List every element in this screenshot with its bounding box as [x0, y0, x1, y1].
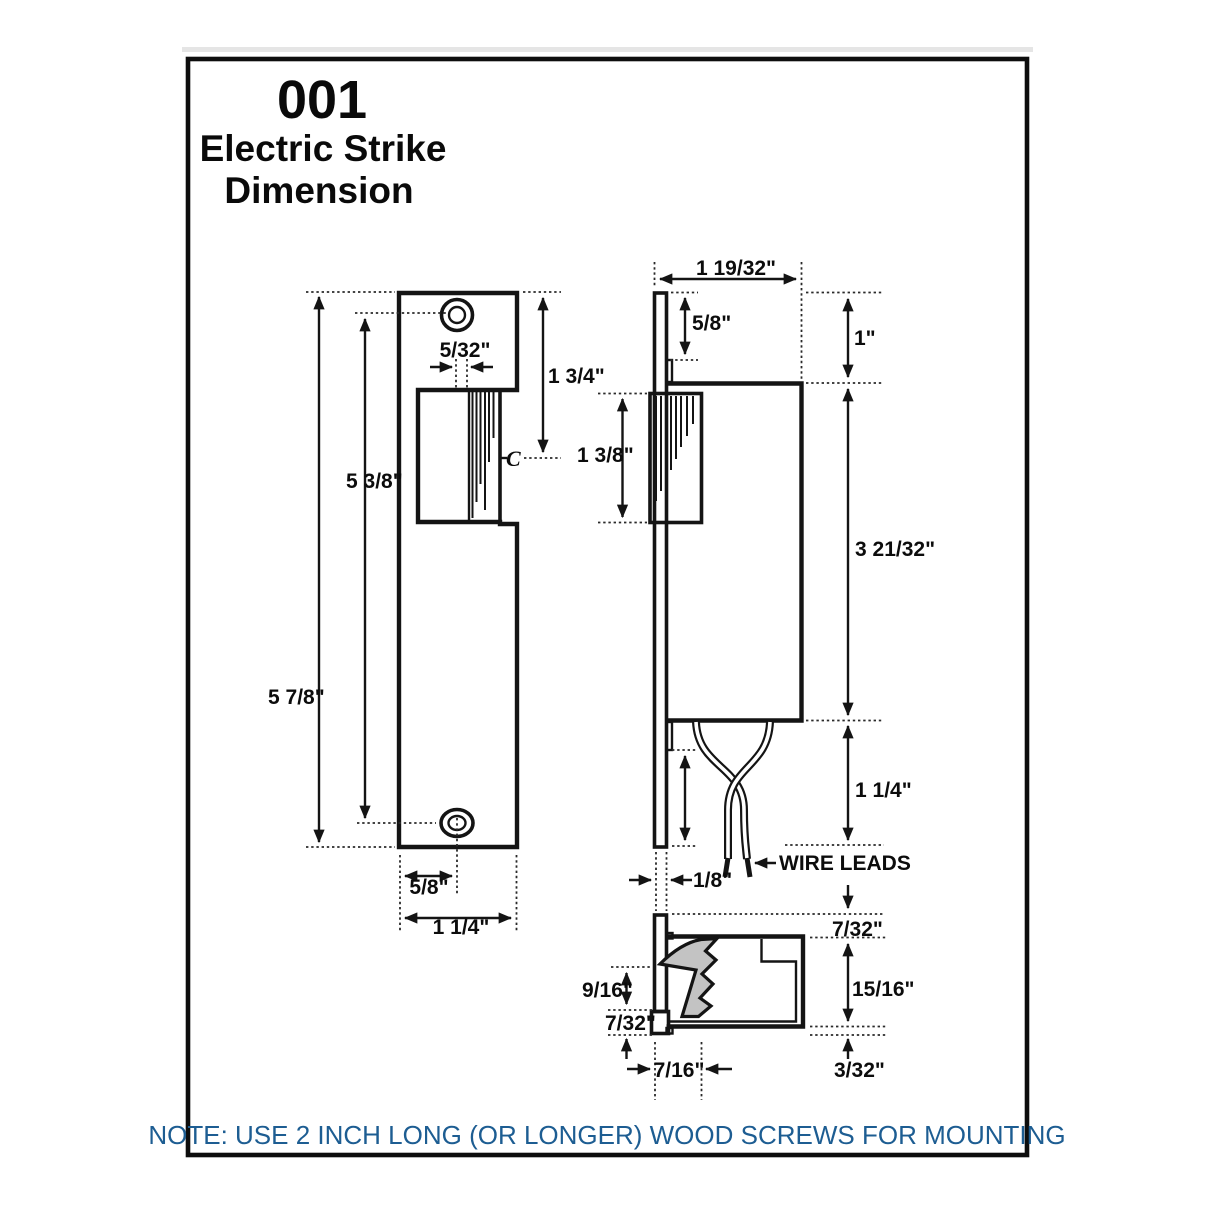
dim-side-body-height: 3 21/32"	[842, 387, 935, 717]
dim-side-top-to-body: 1"	[806, 291, 884, 384]
dim-side-keeper-height: 1 3/8"	[577, 392, 647, 524]
side-plate	[652, 291, 669, 849]
section-keeper-ramp	[656, 936, 721, 1019]
side-view: 1 19/32" 5/8" 1" 1 3/8" 3 21/32"	[577, 257, 935, 941]
dim-front-screw-spacing-label: 5 3/8"	[346, 470, 403, 493]
dim-section-keeper-depth: 7/16"	[627, 1042, 732, 1100]
dim-side-top-to-body-label: 1"	[854, 327, 876, 350]
dim-side-keeper-height-label: 1 3/8"	[577, 444, 634, 467]
dim-side-plate-to-body-gap: 7/32"	[672, 885, 886, 941]
dim-section-pocket-depth: 9/16"	[582, 966, 652, 1011]
front-view: 5 7/8" 5 3/8" 5/32" 1 3/4" C	[268, 290, 605, 939]
screw-hole-top-outer	[439, 297, 475, 333]
dim-side-overall-depth-label: 1 19/32"	[696, 257, 776, 280]
dim-side-plate-thickness-label: 1/8"	[693, 869, 732, 892]
title-line1: Electric Strike	[200, 128, 447, 169]
dim-section-body-to-plate-label: 3/32"	[834, 1059, 885, 1082]
title-number: 001	[277, 70, 367, 130]
screw-hole-bottom-outer	[439, 807, 475, 839]
dim-front-top-to-center: 1 3/4" C	[500, 291, 605, 471]
dim-front-overall-width: 1 1/4"	[403, 912, 513, 939]
wire-leads-label: WIRE LEADS	[779, 852, 911, 875]
dim-side-below-body-label: 1 1/4"	[855, 779, 912, 802]
title-line2: Dimension	[224, 170, 413, 211]
front-keeper-pocket	[416, 388, 502, 524]
dim-section-body-to-plate: 3/32"	[810, 1034, 886, 1082]
section-body	[666, 934, 806, 1029]
dim-front-screw-to-edge-label: 5/8"	[409, 876, 448, 899]
section-view: 9/16" 7/32" 7/16" 15/16" 3/32"	[582, 913, 915, 1100]
side-body	[666, 381, 804, 723]
dim-section-plate-lip-label: 7/32"	[605, 1012, 656, 1035]
dim-section-body-depth-label: 15/16"	[852, 978, 915, 1001]
dim-side-body-height-label: 3 21/32"	[855, 538, 935, 561]
dim-side-plate-to-body-gap-label: 7/32"	[832, 918, 883, 941]
dim-front-top-to-center-label: 1 3/4"	[548, 365, 605, 388]
dim-front-screw-to-edge: 5/8"	[399, 818, 518, 932]
dim-front-overall-width-label: 1 1/4"	[433, 916, 490, 939]
top-edge-strip	[182, 47, 1033, 52]
dim-side-below-body: 1 1/4"	[785, 719, 912, 846]
centerline-label: C	[506, 446, 521, 471]
screw-hole-top-inner	[447, 305, 467, 325]
dim-section-pocket-depth-label: 9/16"	[582, 979, 633, 1002]
dim-side-overall-depth: 1 19/32"	[653, 257, 803, 380]
section-body-inner	[668, 939, 798, 1023]
dim-side-plate-thickness: 1/8"	[629, 852, 732, 911]
front-keeper-hatch	[471, 392, 495, 518]
wire-leads-callout: WIRE LEADS	[753, 852, 911, 875]
wire-leads	[692, 721, 774, 878]
dim-front-overall-height: 5 7/8"	[268, 291, 395, 848]
dim-side-tab-to-plate-end	[672, 749, 698, 847]
dim-side-top-to-lip-label: 5/8"	[692, 312, 731, 335]
wire-tip-left	[722, 857, 731, 878]
dim-front-strike-gap-label: 5/32"	[440, 339, 491, 362]
side-keeper-block	[648, 391, 704, 525]
dim-side-top-to-lip: 5/8"	[670, 291, 731, 361]
wire-tip-right	[744, 857, 753, 878]
wire-left-core	[694, 721, 749, 860]
dim-section-keeper-depth-label: 7/16"	[654, 1059, 705, 1082]
mounting-note: NOTE: USE 2 INCH LONG (OR LONGER) WOOD S…	[148, 1120, 1065, 1150]
dim-front-strike-gap: 5/32"	[430, 339, 493, 390]
side-keeper-hatch	[655, 396, 694, 501]
dim-section-plate-lip: 7/32"	[605, 1012, 656, 1059]
dim-section-body-depth: 15/16"	[810, 942, 915, 1028]
dim-front-overall-height-label: 5 7/8"	[268, 686, 325, 709]
wire-right-core	[726, 721, 772, 860]
dim-front-screw-spacing: 5 3/8"	[346, 312, 447, 824]
page-border	[185, 56, 1030, 1158]
